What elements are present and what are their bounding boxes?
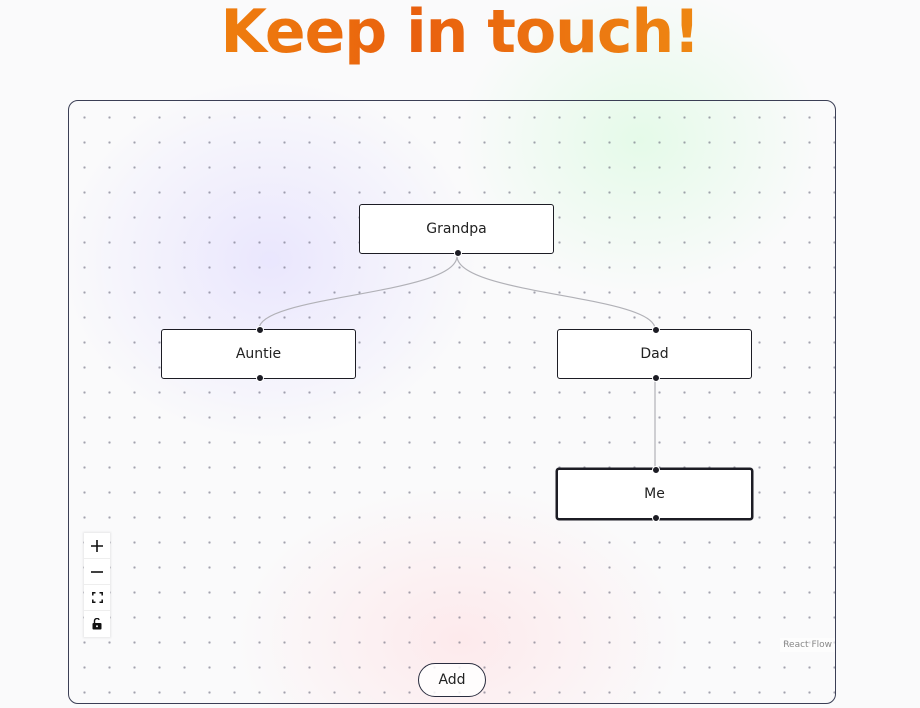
flow-controls	[84, 533, 110, 637]
target-handle[interactable]	[651, 466, 660, 474]
node-label: Dad	[640, 346, 669, 362]
node-label: Grandpa	[426, 221, 487, 237]
fit-view-button[interactable]	[84, 585, 110, 611]
source-handle[interactable]	[453, 249, 462, 257]
zoom-in-button[interactable]	[84, 533, 110, 559]
node-label: Me	[644, 486, 665, 502]
node-label: Auntie	[235, 346, 282, 362]
minus-icon	[91, 570, 103, 573]
toggle-interactivity-button[interactable]	[84, 611, 110, 637]
node-auntie[interactable]: Auntie	[161, 326, 356, 382]
plus-icon	[91, 539, 103, 552]
add-button[interactable]: Add	[418, 663, 486, 697]
edge-grandpa-auntie[interactable]	[258, 255, 458, 330]
react-flow-attribution[interactable]: React Flow	[780, 638, 835, 652]
source-handle[interactable]	[651, 514, 660, 522]
source-handle[interactable]	[255, 374, 264, 382]
node-grandpa[interactable]: Grandpa	[359, 204, 554, 257]
flow-canvas[interactable]: Grandpa Auntie Dad Me	[68, 100, 836, 704]
fit-view-icon	[91, 592, 103, 603]
source-handle[interactable]	[651, 374, 660, 382]
target-handle[interactable]	[255, 326, 264, 334]
zoom-out-button[interactable]	[84, 559, 110, 585]
target-handle[interactable]	[651, 326, 660, 334]
lock-icon	[92, 618, 102, 630]
node-dad[interactable]: Dad	[557, 326, 752, 382]
edge-grandpa-dad[interactable]	[456, 255, 656, 330]
node-me[interactable]: Me	[556, 466, 753, 522]
edges-layer	[258, 255, 656, 468]
page-title: Keep in touch!	[0, 0, 920, 72]
